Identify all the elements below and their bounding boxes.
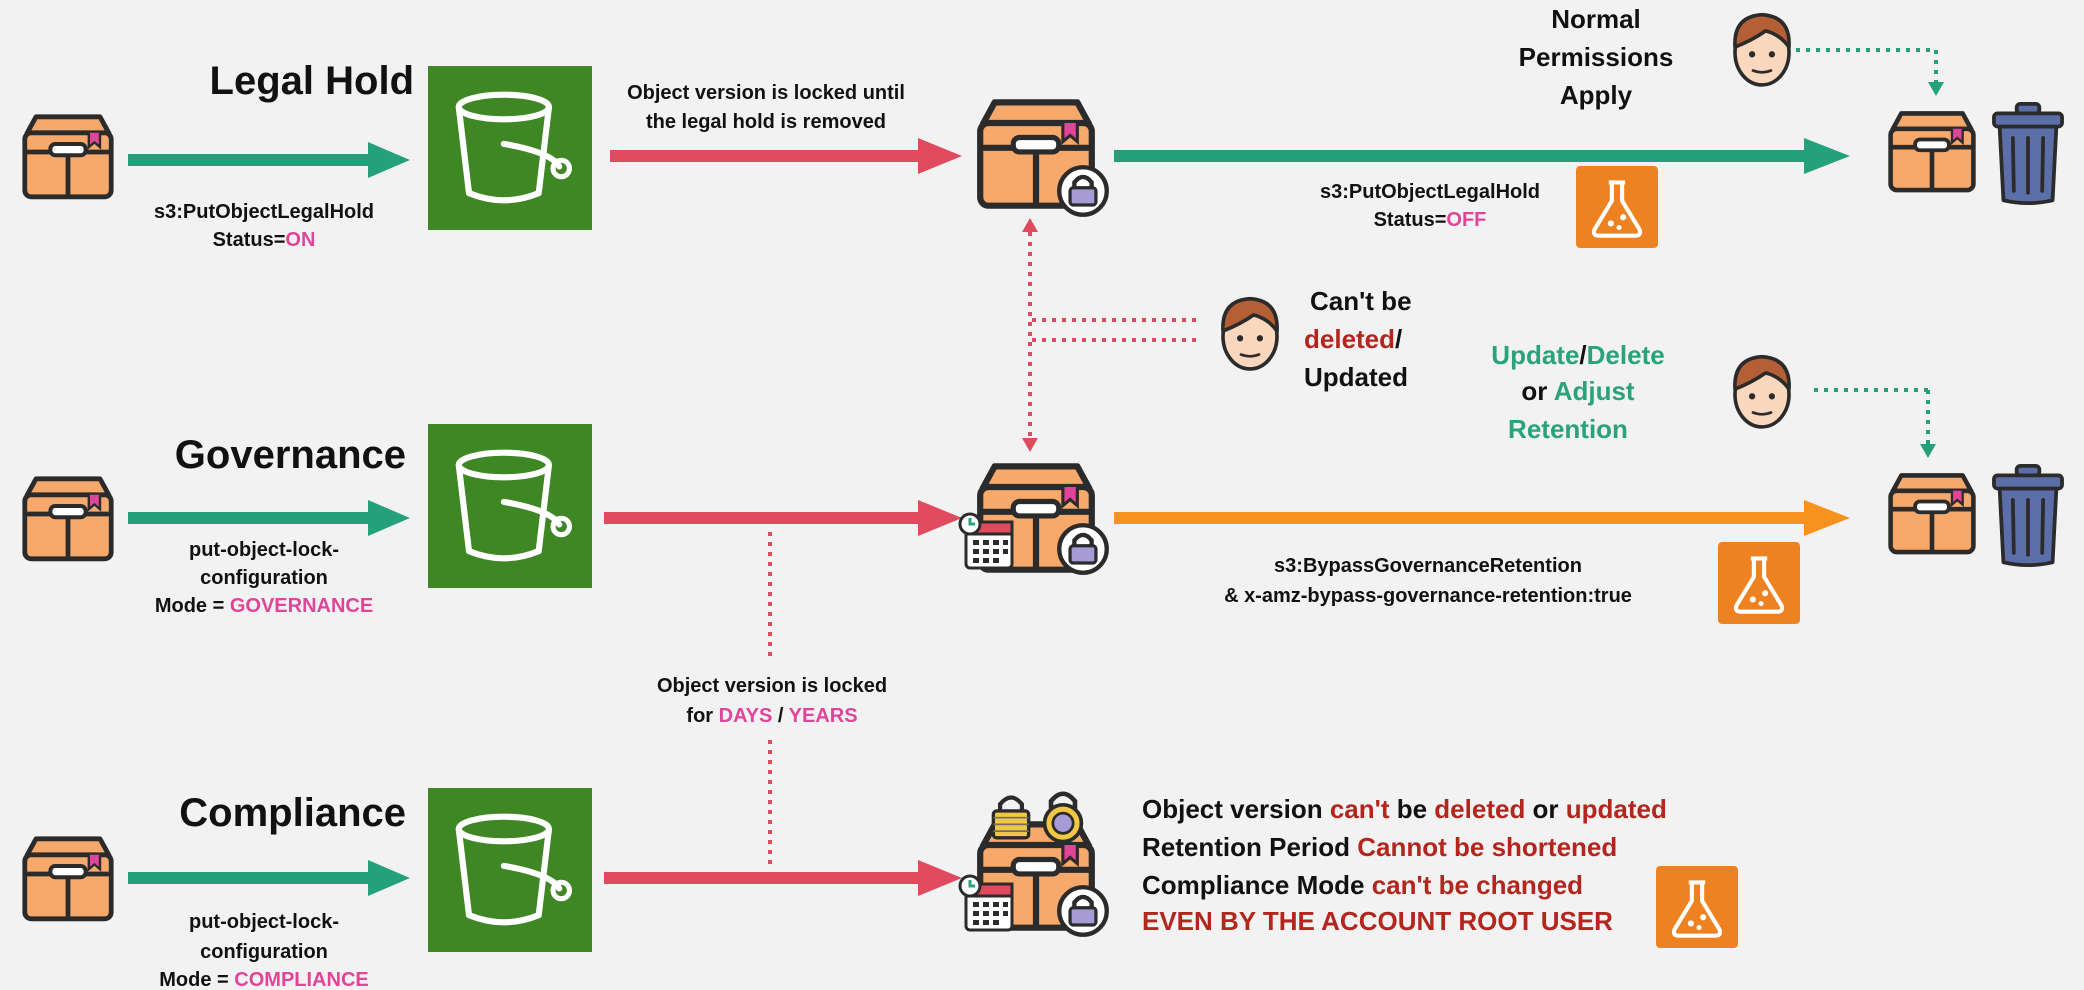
s3-bucket-icon <box>428 424 592 588</box>
compliance-rule-4: EVEN BY THE ACCOUNT ROOT USER <box>1142 906 1613 936</box>
trash-icon <box>1992 102 2064 206</box>
padlock-icon <box>1059 887 1107 935</box>
legal-hold-status: Status=ON <box>213 229 316 251</box>
bypass-permission: s3:BypassGovernanceRetention <box>1274 555 1582 577</box>
user-actions-line3: Retention <box>1508 414 1628 444</box>
legal-hold-title: Legal Hold <box>210 59 414 103</box>
remove-legal-hold-status: Status=OFF <box>1374 209 1487 231</box>
governance-config-line1: put-object-lock- <box>189 539 339 561</box>
arrow-lock-governance <box>604 500 962 536</box>
box-icon <box>25 479 111 559</box>
flask-icon <box>1718 542 1800 624</box>
calendar-icon <box>958 512 1014 570</box>
governance-mode: Mode = GOVERNANCE <box>155 595 373 617</box>
person-icon <box>1733 354 1791 429</box>
arrow-lock-compliance <box>604 860 962 896</box>
remove-legal-hold-api-call: s3:PutObjectLegalHold <box>1320 181 1540 203</box>
compliance-title: Compliance <box>179 791 406 835</box>
arrow-upload-compliance <box>128 860 410 896</box>
arrow-lock-legal-hold <box>610 138 962 174</box>
cant-be-text: Can't be <box>1310 286 1412 316</box>
arrow-remove-legal-hold <box>1114 138 1850 174</box>
flask-icon <box>1656 866 1738 948</box>
updated-text: Updated <box>1304 362 1408 392</box>
s3-bucket-icon <box>428 788 592 952</box>
box-icon <box>1891 113 1974 190</box>
compliance-rule-2: Retention Period Cannot be shortened <box>1142 832 1617 862</box>
compliance-mode: Mode = COMPLIANCE <box>159 969 368 990</box>
padlock-icon <box>1045 794 1082 842</box>
compliance-config-line2: configuration <box>200 941 328 963</box>
s3-bucket-icon <box>428 66 592 230</box>
dotted-link-legal-governance <box>1022 218 1196 452</box>
arrow-bypass-governance <box>1114 500 1850 536</box>
padlock-icon <box>993 798 1028 838</box>
deleted-text: deleted/ <box>1304 324 1402 354</box>
legal-hold-api-call: s3:PutObjectLegalHold <box>154 201 374 223</box>
user-actions-line2: or Adjust <box>1521 376 1634 406</box>
calendar-icon <box>958 874 1014 932</box>
permissions-line2: Permissions <box>1519 42 1674 72</box>
box-icon <box>25 117 111 197</box>
user-actions-line1: Update/Delete <box>1491 340 1664 370</box>
retention-note-line2: for DAYS / YEARS <box>686 705 857 727</box>
arrow-upload-governance <box>128 500 410 536</box>
legal-hold-lock-note-line1: Object version is locked until <box>627 82 905 104</box>
trash-icon <box>1992 464 2064 568</box>
permissions-line3: Apply <box>1560 80 1633 110</box>
compliance-rule-3: Compliance Mode can't be changed <box>1142 870 1583 900</box>
padlock-icon <box>1059 525 1107 573</box>
flask-icon <box>1576 166 1658 248</box>
compliance-rule-1: Object version can't be deleted or updat… <box>1142 794 1667 824</box>
permissions-line1: Normal <box>1551 4 1641 34</box>
legal-hold-lock-note-line2: the legal hold is removed <box>646 111 886 133</box>
padlock-icon <box>1059 167 1107 215</box>
compliance-config-line1: put-object-lock- <box>189 911 339 933</box>
governance-title: Governance <box>175 433 406 477</box>
dotted-link-permissions-user <box>1786 48 1944 96</box>
governance-config-line2: configuration <box>200 567 328 589</box>
retention-note-line1: Object version is locked <box>657 675 887 697</box>
box-icon <box>1891 475 1974 552</box>
person-icon <box>1733 12 1791 87</box>
box-icon <box>25 839 111 919</box>
person-icon <box>1221 296 1279 371</box>
dotted-link-governance-user <box>1814 388 1936 458</box>
bypass-header: & x-amz-bypass-governance-retention:true <box>1224 585 1632 607</box>
arrow-upload-legal-hold <box>128 142 410 178</box>
